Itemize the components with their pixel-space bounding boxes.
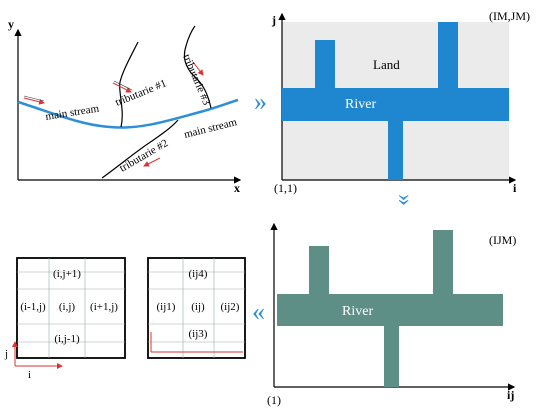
corner-label-im-jm: (IM,JM)	[489, 9, 530, 23]
origin-label: (1,1)	[274, 181, 297, 195]
stencil-grid-seq: (ij4) (ij1) (ij) (ij2) (ij3)	[147, 257, 246, 359]
flow-arrow-trib3	[192, 61, 204, 76]
corner-label-ijm: (IJM)	[489, 233, 516, 247]
cell-top: (i,j+1)	[53, 268, 81, 280]
tributary-2-line	[101, 119, 179, 179]
flow-arrow-main	[23, 95, 45, 105]
panel-2d-grid: j i (IM,JM) (1,1) Land River	[271, 9, 530, 195]
tributary-1-label: tributarie #1	[114, 77, 169, 108]
i-axis-label: i	[513, 181, 517, 195]
seq-cell-bottom: (ij3)	[189, 328, 208, 340]
seq-cell-left: (ij1)	[157, 301, 176, 313]
river-shape-seq	[277, 230, 503, 387]
land-label: Land	[373, 57, 400, 72]
cell-bottom: (i,j-1)	[54, 333, 80, 345]
flow-arrow-trib1	[112, 80, 133, 93]
seq-cell-top: (ij4)	[189, 268, 208, 280]
seq-cell-right: (ij2)	[221, 301, 240, 313]
arrow-right-icon: »	[254, 87, 267, 116]
seq-cell-center: (ij)	[191, 301, 205, 313]
local-j-label: j	[4, 348, 8, 360]
cell-right: (i+1,j)	[90, 301, 118, 313]
y-axis-label: y	[8, 17, 14, 31]
j-axis-label: j	[271, 13, 276, 27]
local-i-label: i	[28, 369, 31, 381]
x-axis-label: x	[234, 181, 240, 195]
tributary-2-label: tributarie #2	[118, 137, 171, 174]
river-label-seq: River	[342, 304, 373, 319]
panel-natural-network: y x main stream main stream tributarie #…	[8, 17, 242, 195]
main-stream-line	[17, 98, 239, 129]
river-shape	[282, 22, 509, 180]
ij-axis-label: ij	[507, 388, 514, 402]
main-stream-label-2: main stream	[183, 116, 239, 141]
tributary-3-line	[183, 25, 212, 109]
tributary-1-line	[119, 41, 139, 128]
flow-arrow-trib2	[143, 157, 161, 167]
stencil-grid-ij: (i,j+1) (i-1,j) (i,j) (i+1,j) (i,j-1) j …	[4, 257, 126, 381]
cell-left: (i-1,j)	[20, 301, 46, 313]
arrow-left-icon: «	[252, 297, 265, 326]
panel-1d-sequence: (IJM) (1) ij River	[267, 222, 516, 407]
arrow-down-icon: »	[392, 194, 418, 206]
tributary-3-label: tributarie #3	[180, 52, 212, 107]
river-label: River	[345, 97, 376, 112]
origin-label-seq: (1)	[267, 393, 281, 407]
cell-center: (i,j)	[59, 301, 76, 313]
